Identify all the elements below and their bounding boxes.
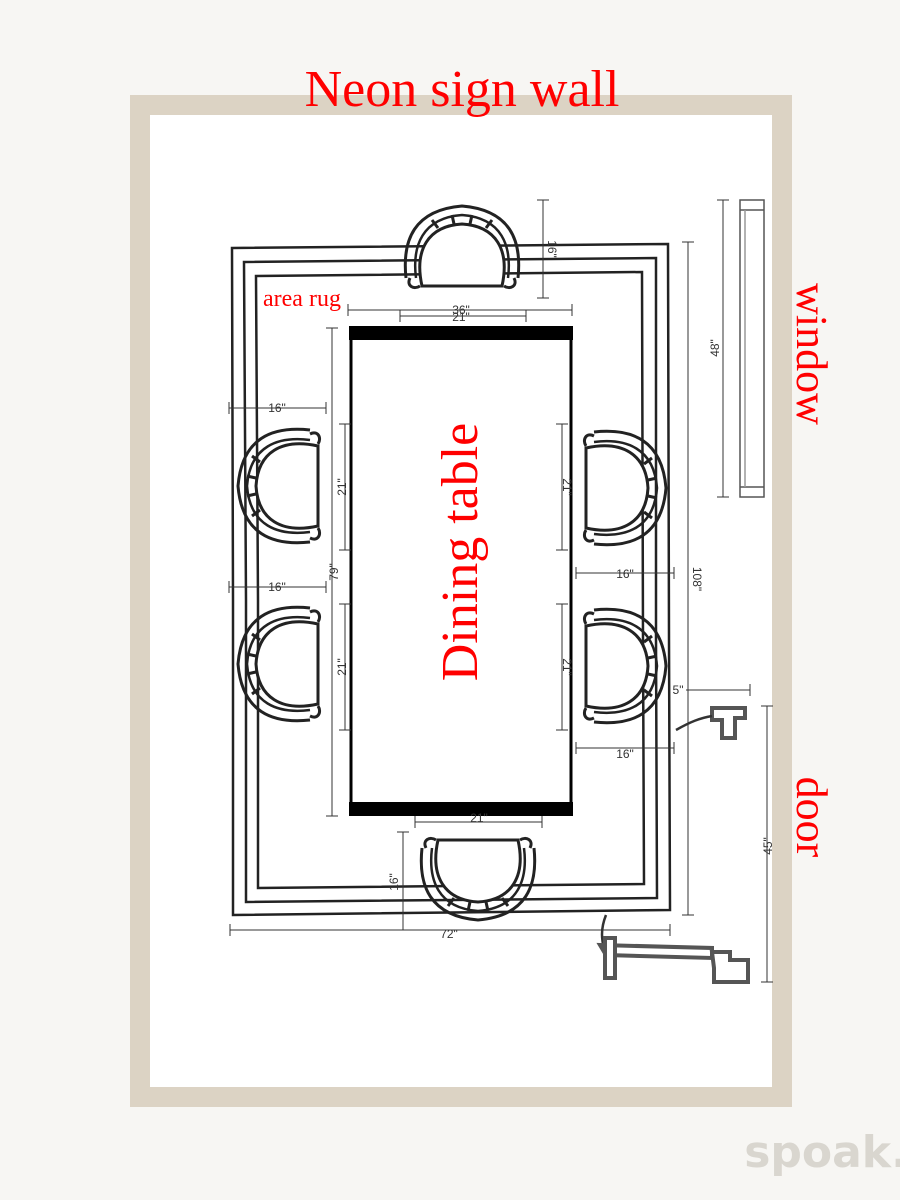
window	[739, 199, 765, 498]
dim-door-width: 45"	[761, 837, 775, 855]
dim-rug-width: 72"	[440, 927, 458, 941]
dim-left-chair-width-2: 21"	[335, 658, 349, 676]
dimension-lines	[228, 199, 773, 983]
dim-left-chair-depth-1: 16"	[268, 401, 286, 415]
dim-rug-length: 108"	[690, 567, 704, 591]
dim-right-chair-depth-1: 16"	[616, 567, 634, 581]
dim-top-chair-depth: 16"	[545, 240, 559, 258]
area-rug-label: area rug	[263, 286, 341, 312]
dim-right-chair-depth-2: 16"	[616, 747, 634, 761]
dining-table	[349, 326, 573, 816]
dim-left-chair-depth-2: 16"	[268, 580, 286, 594]
dim-left-chair-width-1: 21"	[335, 478, 349, 496]
dim-table-width: 36"	[452, 303, 470, 317]
dim-top-chair-width: 21"	[452, 310, 470, 324]
dining-table-label: Dining table	[432, 423, 489, 682]
neon-sign-wall-label: Neon sign wall	[305, 61, 620, 118]
door	[596, 706, 750, 984]
dimension-labels: 16" 36" 21" 48" 16" 16" 21" 79" 21" 21" …	[268, 240, 775, 941]
dim-table-length: 79"	[327, 563, 341, 581]
dim-window-width: 48"	[708, 339, 722, 357]
dim-right-chair-width-2: 21"	[560, 658, 574, 676]
dim-right-chair-width-1: 21"	[560, 478, 574, 496]
window-label: window	[787, 283, 836, 425]
dim-bottom-chair-depth: 16"	[387, 873, 401, 891]
dim-door-clearance: 5"	[673, 683, 684, 697]
door-label: door	[787, 777, 836, 858]
area-rug	[230, 242, 672, 917]
dim-bottom-chair-width: 21"	[470, 811, 488, 825]
spoak-watermark: spoak.	[744, 1127, 900, 1178]
